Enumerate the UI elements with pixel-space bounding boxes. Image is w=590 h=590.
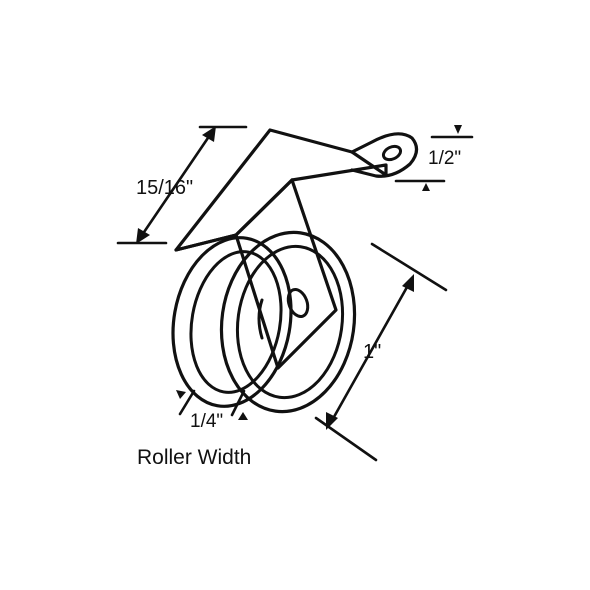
dimension-diameter: 1" [314,242,448,462]
height-label: 15/16" [136,177,193,199]
roller-wheel [171,230,357,414]
mounting-bracket [174,128,419,370]
dimension-width: 1/4" [176,389,248,432]
width-label: 1/4" [190,411,223,432]
diameter-label: 1" [363,341,381,363]
dimension-mount-offset: 1/2" [394,125,474,191]
dimension-height: 15/16" [116,125,248,245]
mount-offset-label: 1/2" [428,148,461,169]
roller-width-caption: Roller Width [137,446,251,469]
